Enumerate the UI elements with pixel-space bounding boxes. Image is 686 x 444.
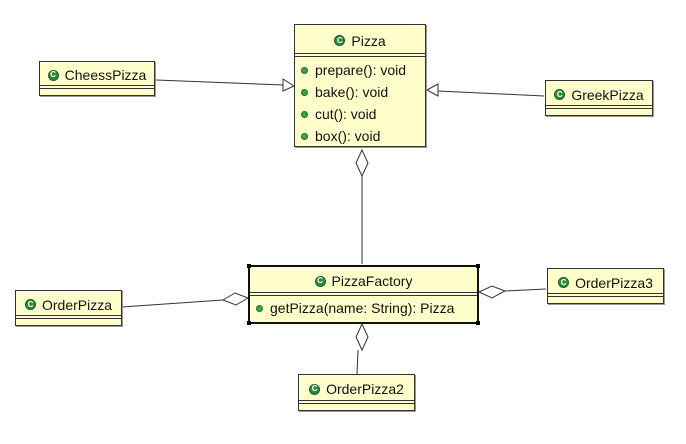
operation-bake[interactable]: bake(): void xyxy=(295,81,425,103)
class-header: C PizzaFactory xyxy=(250,267,477,296)
selection-handle[interactable] xyxy=(247,321,251,325)
public-method-icon xyxy=(301,110,308,118)
aggregation-diamond-order3-factory xyxy=(477,285,507,299)
aggregation-diamond-order1-factory xyxy=(221,292,250,306)
operation-get-pizza[interactable]: getPizza(name: String): Pizza xyxy=(250,297,477,319)
operation-cut[interactable]: cut(): void xyxy=(295,103,425,125)
public-method-icon xyxy=(256,304,263,312)
class-cheess-pizza[interactable]: C CheessPizza xyxy=(39,61,155,96)
class-header: C OrderPizza3 xyxy=(548,269,663,297)
operations-compartment: prepare(): void bake(): void cut(): void… xyxy=(295,57,425,149)
class-icon: C xyxy=(334,35,346,46)
class-order-pizza3[interactable]: C OrderPizza3 xyxy=(547,268,664,304)
operations-compartment: getPizza(name: String): Pizza xyxy=(250,296,477,321)
aggregation-line-order3-factory[interactable] xyxy=(504,288,547,292)
class-name: OrderPizza xyxy=(41,296,113,313)
class-icon: C xyxy=(314,275,326,287)
class-header: C CheessPizza xyxy=(40,62,154,89)
public-method-icon xyxy=(301,132,308,140)
class-pizza-factory[interactable]: C PizzaFactory getPizza(name: String): P… xyxy=(247,264,480,325)
class-icon: C xyxy=(558,277,570,288)
selection-handle[interactable] xyxy=(247,264,251,268)
public-method-icon xyxy=(301,66,308,74)
class-greek-pizza[interactable]: C GreekPizza xyxy=(545,80,653,116)
operation-prepare[interactable]: prepare(): void xyxy=(295,59,425,81)
generalization-line-greek-pizza[interactable] xyxy=(437,90,545,97)
class-name: GreekPizza xyxy=(571,86,644,103)
operation-box[interactable]: box(): void xyxy=(295,125,425,147)
class-icon: C xyxy=(554,89,566,100)
class-icon: C xyxy=(47,69,59,81)
class-name: CheessPizza xyxy=(64,67,147,83)
generalization-arrow-cheess-pizza xyxy=(282,78,296,92)
aggregation-line-order1-factory[interactable] xyxy=(121,299,224,308)
selection-handle[interactable] xyxy=(476,321,480,325)
class-name: OrderPizza3 xyxy=(575,274,653,291)
generalization-arrow-greek-pizza xyxy=(425,83,439,97)
class-order-pizza[interactable]: C OrderPizza xyxy=(15,290,122,326)
class-name: OrderPizza2 xyxy=(326,381,404,397)
aggregation-diamond-factory-pizza xyxy=(355,148,369,178)
class-order-pizza2[interactable]: C OrderPizza2 xyxy=(298,374,415,411)
class-pizza[interactable]: C Pizza prepare(): void bake(): void cut… xyxy=(294,24,426,147)
class-icon: C xyxy=(309,383,321,395)
aggregation-line-order2-factory[interactable] xyxy=(356,349,359,375)
class-header: C GreekPizza xyxy=(546,81,652,109)
class-name: Pizza xyxy=(351,32,386,49)
selection-handle[interactable] xyxy=(476,264,480,268)
aggregation-diamond-order2-factory xyxy=(355,322,369,352)
class-header: C Pizza xyxy=(295,25,425,57)
generalization-line-cheess-pizza[interactable] xyxy=(155,79,284,86)
class-header: C OrderPizza xyxy=(16,291,121,319)
public-method-icon xyxy=(301,88,308,96)
class-icon: C xyxy=(24,299,36,310)
class-name: PizzaFactory xyxy=(331,273,413,289)
class-header: C OrderPizza2 xyxy=(299,375,414,404)
